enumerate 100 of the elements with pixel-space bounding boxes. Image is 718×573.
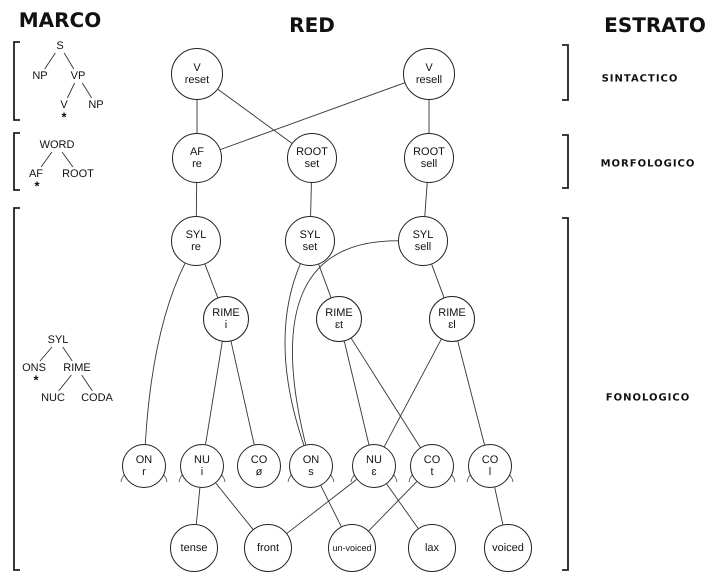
circle-node — [172, 133, 222, 183]
connector-line — [58, 374, 72, 392]
connector-line — [431, 264, 444, 298]
connector-line — [196, 100, 198, 134]
connector-line — [196, 487, 200, 525]
tree-label: VP — [70, 70, 86, 82]
tree-label: NUC — [41, 392, 65, 404]
node-label: NU — [194, 454, 210, 466]
node-label: sell — [420, 158, 438, 170]
connector-line — [44, 52, 56, 70]
tree-label: S — [56, 40, 64, 52]
connector-line — [205, 341, 223, 445]
node-label: r — [142, 466, 146, 478]
connector-line — [40, 152, 52, 168]
connector-line — [220, 82, 405, 150]
star-mark: * — [34, 178, 40, 194]
connector-line — [284, 264, 304, 446]
tree-label: NP — [32, 70, 48, 82]
connector-line — [62, 346, 73, 362]
circle-node — [203, 296, 249, 342]
circle-node — [285, 216, 335, 266]
connector-line — [457, 340, 485, 446]
node-label: s — [308, 466, 314, 478]
circle-node — [429, 296, 475, 342]
node-label: CO — [482, 454, 498, 466]
star-mark: * — [61, 110, 67, 124]
node-label: tense — [180, 542, 208, 554]
node-label: set — [304, 158, 320, 170]
node-label: RIME — [212, 307, 240, 319]
connector-line — [230, 341, 255, 445]
node-label: ROOT — [296, 146, 328, 158]
stratum-label: FONOLOGICO — [606, 392, 690, 404]
connector-line — [81, 374, 93, 392]
circle-node — [244, 524, 292, 572]
tree-label: NP — [88, 99, 104, 111]
node-label: resell — [416, 74, 442, 86]
connector-line — [320, 485, 342, 527]
connector-line — [204, 264, 218, 298]
connector-line — [144, 262, 186, 444]
node-label: SYL — [186, 229, 206, 241]
connector-line — [384, 338, 442, 448]
star-mark: * — [33, 372, 39, 388]
connector-line — [368, 481, 418, 532]
node-label: front — [256, 542, 279, 554]
node-label: ø — [256, 466, 262, 478]
node-label: i — [224, 319, 228, 331]
node-label: AF — [190, 146, 204, 158]
tree-label: RIME — [63, 362, 91, 374]
connector-line — [64, 52, 74, 70]
node-label: ON — [302, 454, 320, 466]
tree-label: V — [60, 99, 68, 111]
circle-node — [403, 48, 455, 100]
tree-label: SYL — [48, 334, 68, 346]
node-label: reset — [184, 74, 210, 86]
node-label: sell — [414, 241, 432, 253]
circle-node — [122, 444, 166, 488]
circle-node — [398, 216, 448, 266]
node-label: un-voiced — [332, 542, 372, 554]
connector-line — [428, 100, 430, 134]
tree-label: ONS — [22, 362, 46, 374]
connector-line — [82, 82, 92, 98]
stratum-label: MORFOLOGICO — [600, 158, 696, 170]
tree-label: WORD — [40, 139, 74, 151]
circle-node — [289, 444, 333, 488]
connector-line — [344, 340, 370, 446]
circle-node — [171, 48, 223, 100]
circle-node — [170, 524, 218, 572]
connector-line — [310, 182, 312, 216]
connector-line — [286, 479, 358, 534]
connector-line — [196, 182, 198, 216]
connector-line — [350, 338, 421, 448]
circle-node — [180, 444, 224, 488]
node-label: lax — [424, 542, 440, 554]
node-label: ROOT — [413, 146, 445, 158]
node-label: V — [425, 62, 433, 74]
node-label: re — [191, 241, 201, 253]
circle-node — [484, 524, 532, 572]
node-label: SYL — [412, 229, 434, 241]
node-label: RIME — [438, 307, 466, 319]
node-label: t — [430, 466, 434, 478]
circle-node — [237, 444, 281, 488]
connector-line — [292, 240, 398, 446]
tree-label: AF — [28, 168, 44, 180]
connector-line — [494, 487, 504, 525]
node-label: re — [192, 158, 202, 170]
connector-line — [424, 182, 428, 217]
circle-node — [404, 133, 454, 183]
node-label: ON — [136, 454, 152, 466]
node-label: RIME — [325, 307, 353, 319]
node-label: voiced — [492, 542, 524, 554]
circle-node — [352, 444, 396, 488]
node-label: ɛ — [371, 466, 377, 478]
node-label: l — [488, 466, 492, 478]
node-label: CO — [250, 454, 268, 466]
connector-line — [66, 82, 76, 98]
connector-line — [62, 152, 74, 168]
node-label: SYL — [300, 229, 320, 241]
column-heading: RED — [289, 13, 335, 37]
node-label: ɛl — [448, 319, 456, 331]
circle-node — [410, 444, 454, 488]
